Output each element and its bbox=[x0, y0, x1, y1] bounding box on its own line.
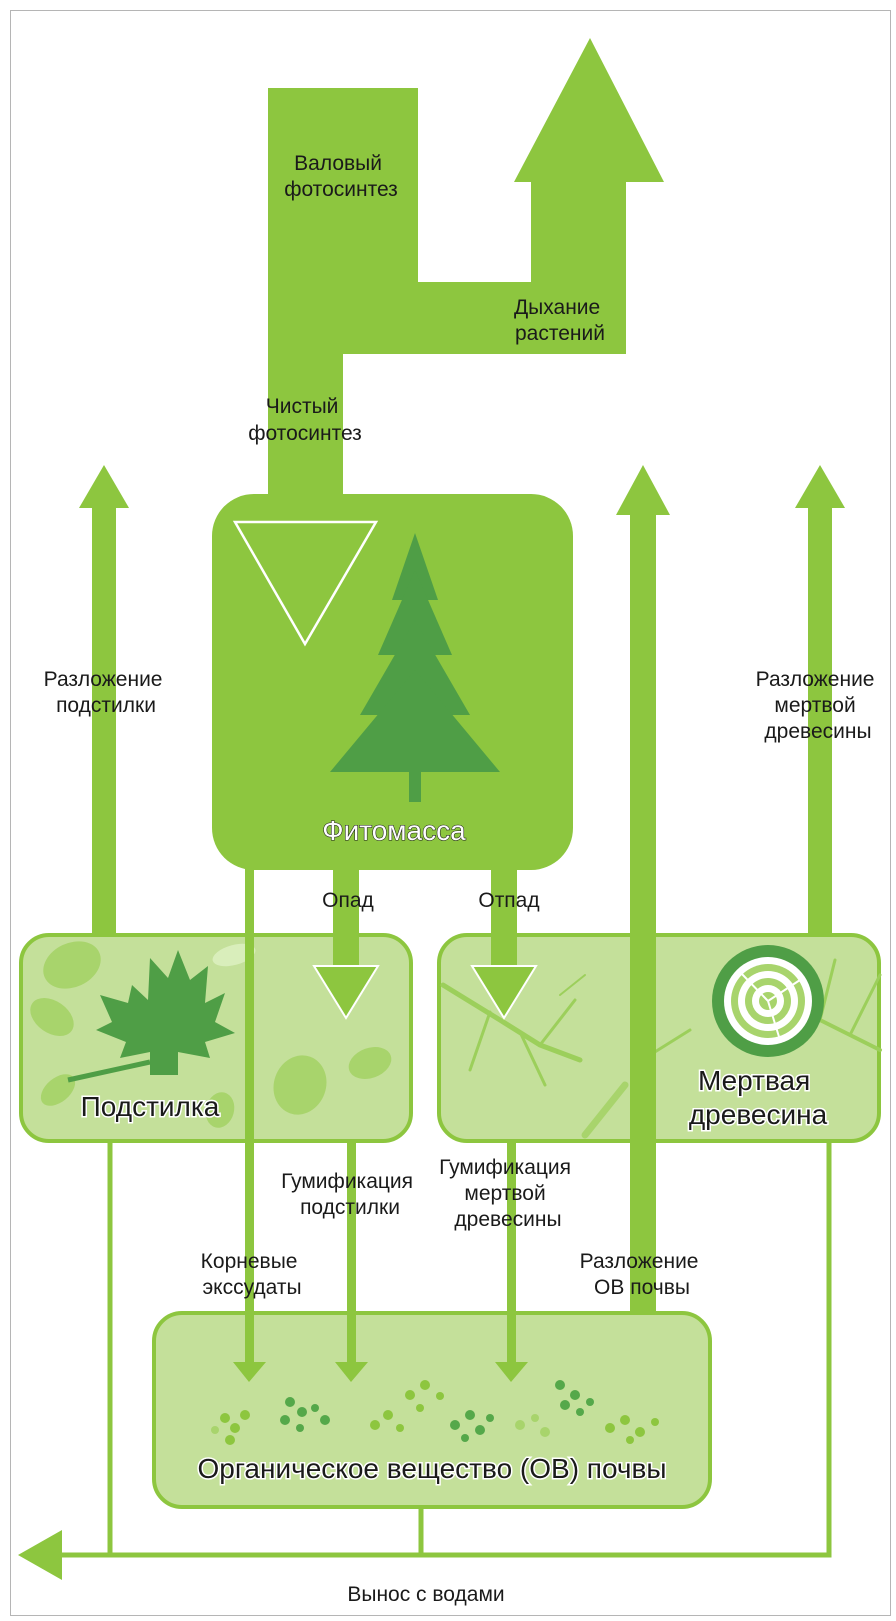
water-export-arrowhead bbox=[18, 1530, 62, 1580]
litter-humification-arrow bbox=[335, 1141, 368, 1382]
litterfall-arrow bbox=[312, 870, 380, 1020]
root-exudates-label: Корневые экссудаты bbox=[201, 1250, 304, 1299]
leaf-icon bbox=[30, 941, 392, 1128]
litter-decomposition-label: Разложение подстилки bbox=[44, 668, 169, 717]
deadwood-decomposition-label: Разложение мертвой древесины bbox=[756, 668, 881, 743]
tree-ring-icon bbox=[712, 945, 824, 1057]
litter-humification-label: Гумификация подстилки bbox=[281, 1170, 419, 1219]
deadwood-box bbox=[437, 933, 882, 1143]
phytomass-box bbox=[212, 494, 573, 870]
spruce-tree-icon bbox=[330, 533, 500, 802]
water-export-label: Вынос с водами bbox=[347, 1583, 504, 1606]
soil-om-label: Органическое вещество (ОВ) почвы bbox=[197, 1453, 666, 1484]
deadwood-label: Мертвая древесина bbox=[689, 1065, 828, 1130]
soil-om-decomposition-arrow bbox=[616, 465, 670, 1315]
soil-particles-icon bbox=[211, 1380, 659, 1445]
wood-fall-arrow bbox=[470, 870, 538, 1020]
deadwood-decomposition-arrow bbox=[795, 465, 845, 938]
gross-photosynthesis-label: Валовый фотосинтез bbox=[284, 152, 398, 201]
branch-icon bbox=[440, 958, 882, 1139]
water-export-lines bbox=[58, 1141, 832, 1558]
litter-box bbox=[19, 933, 413, 1143]
deadwood-humification-label: Гумификация мертвой древесины bbox=[439, 1156, 577, 1231]
respiration-flow-arrow bbox=[268, 38, 664, 354]
wood-fall-label: Отпад bbox=[478, 889, 539, 912]
deadwood-humification-arrow bbox=[495, 1141, 528, 1382]
root-exudates-arrow bbox=[233, 868, 266, 1382]
soil-om-box bbox=[152, 1311, 712, 1509]
litter-decomposition-arrow bbox=[79, 465, 129, 938]
litter-label: Подстилка bbox=[81, 1091, 220, 1122]
maple-leaf-icon bbox=[67, 950, 235, 1083]
phytomass-label: Фитомасса bbox=[322, 815, 466, 846]
net-photosynthesis-arrowhead bbox=[232, 520, 379, 647]
litterfall-label: Опад bbox=[322, 889, 374, 912]
soil-om-decomposition-label: Разложение ОВ почвы bbox=[580, 1250, 705, 1299]
net-photosynthesis-label: Чистый фотосинтез bbox=[248, 395, 362, 445]
plant-respiration-label: Дыхание растений bbox=[514, 296, 606, 345]
